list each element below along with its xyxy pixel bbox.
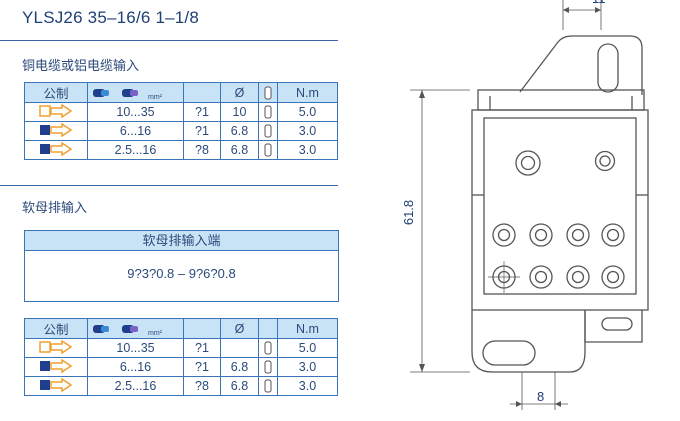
- header-metric: 公制: [24, 318, 88, 339]
- wire-type-icon-cell: [24, 140, 88, 160]
- header-metric: 公制: [24, 82, 88, 103]
- cell-diameter: 10: [220, 102, 259, 122]
- cable-ferrule-icon: [93, 88, 138, 97]
- header-ferrule-icons: mm²: [87, 318, 184, 339]
- screw-icon-cell: [258, 376, 278, 396]
- table-row: 6...16 ?1 6.8 3.0: [24, 357, 338, 377]
- screw-icon-cell: [258, 140, 278, 160]
- screw-icon: [264, 341, 272, 355]
- busbar-cable-table: 公制 mm² Ø N.m 10...35 ?1 5.0: [24, 318, 338, 396]
- header-unit: mm²: [148, 93, 162, 101]
- table-row: 6...16 ?1 6.8 3.0: [24, 121, 338, 141]
- table-row: 2.5...16 ?8 6.8 3.0: [24, 140, 338, 160]
- cell-size: ?1: [183, 102, 221, 122]
- cell-size: ?8: [183, 140, 221, 160]
- screw-icon: [264, 379, 272, 393]
- screw-icon: [264, 143, 272, 157]
- wire-type-icon-cell: [24, 376, 88, 396]
- cell-torque: 3.0: [277, 357, 338, 377]
- header-torque: N.m: [277, 82, 338, 103]
- header-blank: [183, 82, 221, 103]
- ferrule-wire-arrow-icon: [40, 141, 73, 156]
- ferrule-wire-arrow-icon: [40, 358, 73, 373]
- header-blank: [183, 318, 221, 339]
- busbar-header: 软母排输入端: [25, 231, 338, 251]
- table-row: 10...35 ?1 10 5.0: [24, 102, 338, 122]
- cell-range: 10...35: [87, 338, 184, 358]
- header-ferrule-icons: mm²: [87, 82, 184, 103]
- dimension-top: 11: [592, 0, 606, 6]
- table-row: 2.5...16 ?8 6.8 3.0: [24, 376, 338, 396]
- table-row: 10...35 ?1 5.0: [24, 338, 338, 358]
- wire-type-icon-cell: [24, 357, 88, 377]
- cable-ferrule-icon: [93, 324, 138, 333]
- cell-torque: 5.0: [277, 102, 338, 122]
- dimension-height: 61.8: [401, 199, 417, 226]
- stripped-wire-arrow-icon: [39, 339, 73, 354]
- cell-torque: 3.0: [277, 121, 338, 141]
- cell-torque: 5.0: [277, 338, 338, 358]
- header-diameter: Ø: [220, 318, 259, 339]
- section-busbar-input-heading: 软母排输入: [22, 200, 88, 215]
- screw-icon: [264, 360, 272, 374]
- wire-type-icon-cell: [24, 121, 88, 141]
- cell-diameter: 6.8: [220, 121, 259, 141]
- wire-type-icon-cell: [24, 338, 88, 358]
- cell-size: ?8: [183, 376, 221, 396]
- header-diameter: Ø: [220, 82, 259, 103]
- screw-icon-cell: [258, 338, 278, 358]
- section-cable-input-heading: 铜电缆或铝电缆输入: [22, 58, 140, 73]
- cell-range: 6...16: [87, 357, 184, 377]
- section-rule: [0, 185, 338, 186]
- screw-icon: [264, 105, 272, 119]
- cell-torque: 3.0: [277, 376, 338, 396]
- ferrule-wire-arrow-icon: [40, 377, 73, 392]
- table-header-row: 公制 mm² Ø N.m: [24, 318, 338, 339]
- screw-icon: [264, 86, 272, 100]
- cell-size: ?1: [183, 121, 221, 141]
- cell-range: 6...16: [87, 121, 184, 141]
- cell-diameter: 6.8: [220, 376, 259, 396]
- cell-range: 10...35: [87, 102, 184, 122]
- cable-input-table: 公制 mm² Ø N.m 10...35 ?1 10 5.0: [24, 82, 338, 160]
- cell-diameter: 6.8: [220, 140, 259, 160]
- page-title: YLSJ26 35–16/6 1–1/8: [22, 8, 199, 27]
- ferrule-wire-arrow-icon: [40, 122, 73, 137]
- screw-icon-cell: [258, 102, 278, 122]
- dimension-bottom: 8: [537, 389, 545, 404]
- cell-range: 2.5...16: [87, 140, 184, 160]
- screw-icon-cell: [258, 121, 278, 141]
- cell-diameter: [220, 338, 259, 358]
- header-unit: mm²: [148, 329, 162, 337]
- header-blank-2: [258, 318, 278, 339]
- busbar-value: 9?3?0.8 – 9?6?0.8: [127, 266, 236, 281]
- table-header-row: 公制 mm² Ø N.m: [24, 82, 338, 103]
- cell-torque: 3.0: [277, 140, 338, 160]
- cell-diameter: 6.8: [220, 357, 259, 377]
- terminal-block-drawing: [410, 0, 649, 410]
- wire-type-icon-cell: [24, 102, 88, 122]
- cell-size: ?1: [183, 338, 221, 358]
- title-rule: [0, 40, 338, 41]
- stripped-wire-arrow-icon: [39, 103, 73, 118]
- screw-icon-cell: [258, 357, 278, 377]
- header-torque: N.m: [277, 318, 338, 339]
- cell-range: 2.5...16: [87, 376, 184, 396]
- header-screw-icon-cell: [258, 82, 278, 103]
- cell-size: ?1: [183, 357, 221, 377]
- busbar-input-box: 软母排输入端 9?3?0.8 – 9?6?0.8: [24, 230, 339, 302]
- screw-icon: [264, 124, 272, 138]
